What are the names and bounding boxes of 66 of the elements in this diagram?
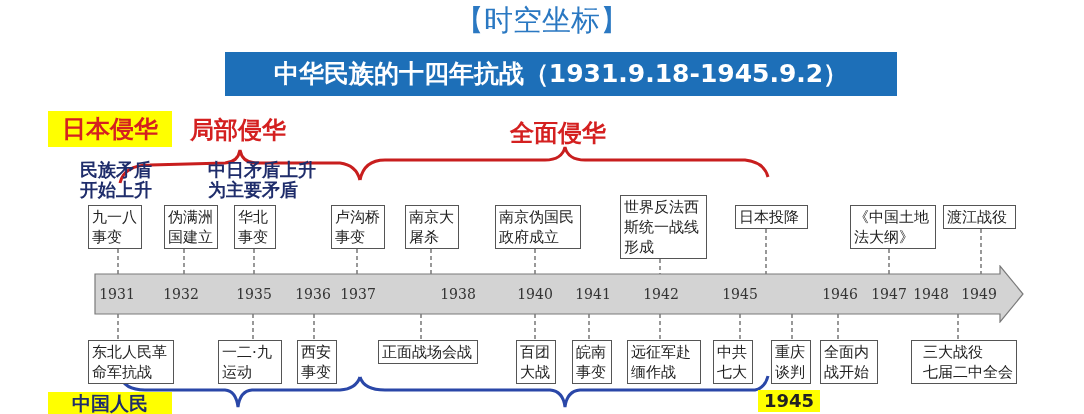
- event-box: 世界反法西斯统一战线形成: [620, 195, 707, 259]
- event-box: 伪满洲国建立: [164, 205, 218, 249]
- event-box: 东北人民革命军抗战: [88, 340, 174, 384]
- connector-line: [313, 313, 315, 341]
- event-box: 远征军赴缅作战: [627, 340, 701, 384]
- event-box: 中共七大: [713, 340, 753, 384]
- event-box: 一二·九运动: [218, 340, 282, 384]
- year-label: 1948: [912, 285, 950, 304]
- event-box: 南京大屠杀: [405, 205, 459, 249]
- connector-line: [659, 313, 661, 341]
- event-text: 七届二中全会: [922, 362, 1013, 382]
- connector-line: [791, 313, 793, 341]
- annotation-label: 中日矛盾上升为主要矛盾: [208, 160, 317, 200]
- connector-line: [980, 228, 982, 275]
- year-label: 1931: [98, 285, 136, 304]
- year-label: 1947: [870, 285, 908, 304]
- connector-line: [356, 248, 358, 275]
- event-box: [911, 340, 1017, 384]
- annotation-label: 1945: [758, 390, 820, 412]
- year-label: 1946: [821, 285, 859, 304]
- year-label: 1945: [721, 285, 759, 304]
- connector-line: [957, 313, 959, 341]
- title: 【时空坐标】: [454, 2, 630, 39]
- event-box: 西安事变: [297, 340, 337, 384]
- connector-line: [117, 313, 119, 341]
- event-box: 全面内战开始: [820, 340, 878, 384]
- connector-line: [252, 313, 254, 341]
- connector-line: [739, 313, 741, 341]
- event-box: 渡江战役: [943, 205, 1016, 229]
- annotation-label: 日本侵华: [48, 111, 172, 147]
- year-label: 1938: [439, 285, 477, 304]
- year-label: 1942: [642, 285, 680, 304]
- event-box: 日本投降: [735, 205, 808, 229]
- connector-line: [588, 313, 590, 341]
- event-box: 九一八事变: [88, 205, 142, 249]
- timeline-arrow: [94, 265, 1024, 323]
- connector-line: [534, 313, 536, 341]
- event-box: 南京伪国民政府成立: [495, 205, 581, 249]
- connector-line: [253, 248, 255, 275]
- year-label: 1940: [516, 285, 554, 304]
- event-box: 《中国土地法大纲》: [850, 205, 936, 249]
- event-box: 皖南事变: [572, 340, 612, 384]
- year-label: 1941: [574, 285, 612, 304]
- connector-line: [420, 313, 422, 341]
- event-box: 重庆谈判: [771, 340, 811, 384]
- annotation-label: 全面侵华: [510, 118, 607, 149]
- connector-line: [888, 248, 890, 275]
- connector-line: [430, 248, 432, 275]
- banner: 中华民族的十四年抗战（1931.9.18-1945.9.2）: [225, 52, 897, 96]
- year-label: 1932: [162, 285, 200, 304]
- event-box: 卢沟桥事变: [331, 205, 385, 249]
- connector-line: [765, 228, 767, 275]
- event-box: 百团大战: [516, 340, 556, 384]
- year-label: 1949: [960, 285, 998, 304]
- annotation-label: 局部侵华: [190, 115, 287, 146]
- event-text: 三大战役: [922, 342, 984, 362]
- connector-line: [837, 313, 839, 341]
- event-box: 正面战场会战: [378, 340, 478, 364]
- year-label: 1935: [235, 285, 273, 304]
- connector-line: [117, 248, 119, 275]
- annotation-label: 中国人民: [48, 392, 172, 414]
- connector-line: [183, 248, 185, 275]
- event-box: 华北事变: [234, 205, 276, 249]
- connector-line: [534, 248, 536, 275]
- year-label: 1936: [294, 285, 332, 304]
- year-label: 1937: [339, 285, 377, 304]
